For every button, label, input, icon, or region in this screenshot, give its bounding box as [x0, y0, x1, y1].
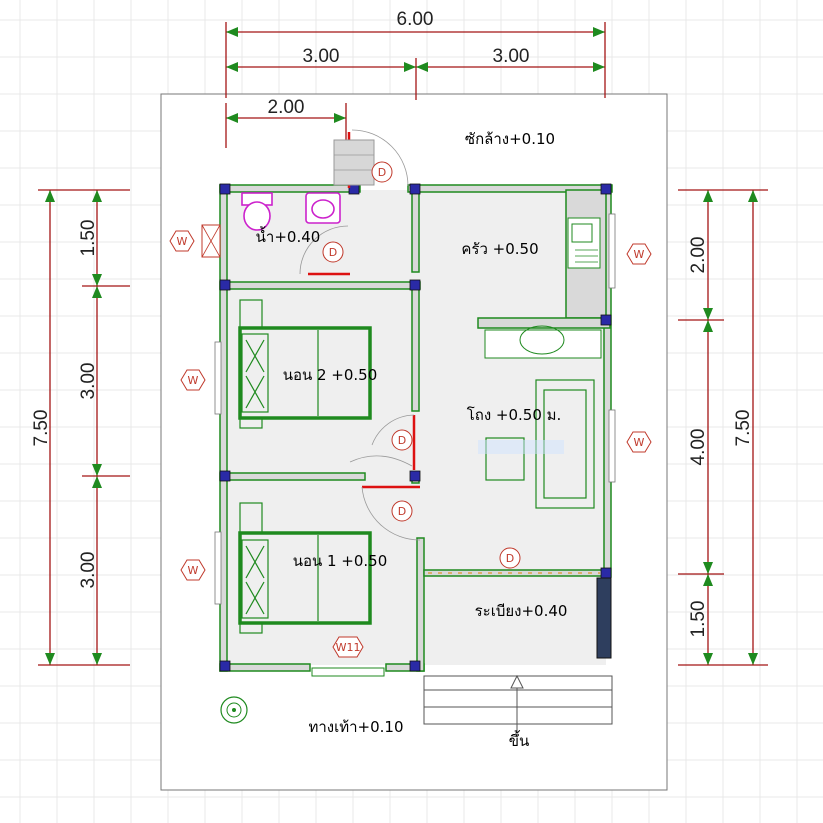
window-11-tag: W11: [332, 636, 364, 658]
label-kitchen: ครัว +0.50: [461, 240, 538, 258]
label-bedroom-1: นอน 1 +0.50: [293, 552, 388, 570]
svg-text:D: D: [398, 434, 406, 447]
door-tag: D: [391, 500, 413, 522]
dim-left-total: 7.50: [31, 410, 52, 447]
kitchen-counter: [484, 217, 602, 359]
svg-text:W: W: [177, 235, 188, 248]
doors: [299, 129, 421, 541]
svg-text:W11: W11: [336, 641, 361, 654]
window-tag: W: [626, 243, 652, 265]
dim-left-a: 1.50: [78, 220, 99, 257]
window-tag: W: [180, 559, 206, 581]
dim-right-total: 7.50: [733, 410, 754, 447]
top-dimensions: 6.00 3.00 3.00 2.00: [225, 9, 606, 148]
living-furniture: [478, 379, 595, 509]
svg-text:D: D: [378, 166, 386, 179]
svg-text:D: D: [506, 552, 514, 565]
svg-text:W: W: [188, 374, 199, 387]
window-tag: W: [180, 369, 206, 391]
label-porch: ระเบียง+0.40: [475, 602, 568, 620]
label-bathroom: น้ำ+0.40: [256, 226, 321, 246]
door-tag: D: [391, 429, 413, 451]
structural-columns: [219, 183, 612, 672]
room-labels: ซักล้าง+0.10 น้ำ+0.40 ครัว +0.50 นอน 2 +…: [256, 130, 568, 750]
bed-2: [238, 299, 372, 429]
dim-left-b: 3.00: [78, 363, 99, 400]
dim-top-small: 2.00: [268, 97, 305, 118]
label-laundry: ซักล้าง+0.10: [465, 130, 555, 148]
dim-top-total: 6.00: [397, 9, 434, 30]
svg-text:W: W: [634, 436, 645, 449]
door-tag: D: [322, 241, 344, 263]
svg-text:D: D: [329, 246, 337, 259]
label-living: โถง +0.50 ม.: [467, 406, 562, 424]
right-dimensions: 2.00 4.00 1.50 7.50: [678, 189, 768, 666]
window-tag: W: [626, 431, 652, 453]
label-bedroom-2: นอน 2 +0.50: [283, 366, 378, 384]
porch-steps: [423, 674, 613, 732]
opening-tags: D D D D D W W W W W W11: [169, 161, 652, 658]
dim-right-a: 2.00: [688, 237, 709, 274]
svg-text:W: W: [188, 564, 199, 577]
dim-right-b: 4.00: [688, 429, 709, 466]
label-up: ขึ้น: [509, 730, 530, 750]
shrub-icon: [220, 696, 248, 724]
windows: [201, 213, 616, 677]
left-dimensions: 7.50 1.50 3.00 3.00: [31, 189, 130, 666]
dim-left-c: 3.00: [78, 552, 99, 589]
bathroom-fixtures: [241, 192, 341, 231]
door-tag: D: [499, 547, 521, 569]
dim-top-right: 3.00: [493, 46, 530, 67]
bed-1: [238, 502, 372, 634]
door-tag: D: [371, 161, 393, 183]
dim-right-c: 1.50: [688, 601, 709, 638]
svg-text:W: W: [634, 248, 645, 261]
window-tag: W: [169, 230, 195, 252]
dim-top-left: 3.00: [303, 46, 340, 67]
label-walkway: ทางเท้า+0.10: [308, 718, 403, 736]
svg-text:D: D: [398, 505, 406, 518]
